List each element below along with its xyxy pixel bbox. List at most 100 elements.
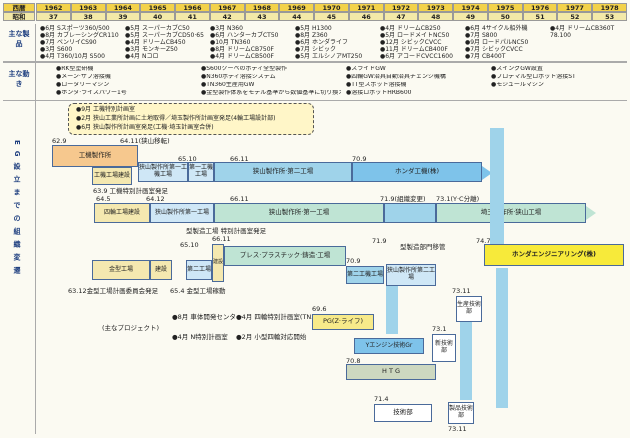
move-item: ●スライドGW (346, 66, 386, 72)
product-item: ●7月 ベンリイCS90 (40, 39, 97, 46)
year-cell: 1964 (105, 3, 141, 12)
move-item: ●TN360生産用GW (201, 82, 255, 88)
move-item: ●スイングGW設置 (491, 66, 543, 72)
section-moves-label: 主な動き (8, 70, 30, 88)
shirin-box: 四輪工場建設 (94, 203, 150, 223)
sayama-a-box: 狭山製作所第一工機工場 (138, 162, 188, 182)
hondaeng-box: ホンダエンジニアリング(株) (484, 244, 624, 266)
ycbunri: 73.1(Y·C分離) (436, 195, 480, 203)
kouki-date: 62.9 (52, 137, 67, 145)
dai1-box: 第一工機工場 (188, 162, 214, 182)
hondaeng-date: 74.7 (476, 237, 491, 245)
press-date: 70.9 (346, 257, 361, 265)
showa-cell: 44 (279, 12, 315, 21)
move-item: ●メーン·サブ溶接機 (56, 74, 111, 80)
project-label: (主なプロジェクト) (102, 324, 160, 332)
left-column-divider (35, 24, 36, 434)
saitama-arrow (586, 206, 596, 220)
product-item: ●5月 スーパーカブC50 (125, 25, 190, 32)
project-note: ●6月 狭山製作所計画室発足(工機·埼玉計画室合併) (76, 124, 214, 131)
honda-kouki-box: ホンダ工機(株) (352, 162, 482, 182)
year-cell: 1972 (383, 3, 419, 12)
kanagata-date2: 66.11 (212, 235, 231, 243)
product-item: ●4月 Nコロ (125, 53, 159, 60)
product-item: ●4月 ドリームCB360T (550, 25, 615, 32)
year-cell: 1970 (314, 3, 349, 12)
divider-1 (3, 62, 627, 63)
move-item: ●TT型スポット溶接機 (346, 82, 407, 88)
product-item: ●4月 ドリームCB500F (210, 53, 274, 60)
move-item: ●溶接ロボットHRB600 (346, 90, 412, 96)
saitama-box: 埼玉製作所·狭山工場 (436, 203, 586, 223)
year-cell: 1962 (36, 3, 71, 12)
product-item: ●4月 T360/10月 S500 (40, 53, 105, 60)
project-1: ●8月 車体開発センター (172, 313, 243, 321)
divider-2 (3, 100, 627, 101)
year-cell: 1963 (70, 3, 106, 12)
header-label-seireki: 西暦 (3, 3, 35, 12)
seihin-date: 73.11 (448, 425, 467, 433)
year-cell: 1965 (140, 3, 176, 12)
project-3: ●4月 N特別計画室 (172, 333, 228, 341)
move-item: ●RK型塗研機 (56, 66, 94, 72)
kanagata-plan: 型製造工場 特別計画室発足 (186, 227, 267, 235)
year-cell: 1969 (279, 3, 315, 12)
product-item: ●6月 ホンダライフ (295, 39, 348, 46)
product-item: ●12月 シビックCVCC (380, 39, 442, 46)
htg-date: 70.8 (346, 357, 361, 365)
product-item: ●8月 ドリームCB750F (210, 46, 274, 53)
press-box: プレス·プラスチック·鋳造·工場 (224, 246, 346, 266)
kanagata-plan2: 63.12金型工場計画委員会発足 (68, 287, 159, 295)
year-cell: 1973 (418, 3, 454, 12)
gijutsu-box: 技術部 (374, 404, 432, 422)
sayama-c-box: 狭山製作所第二工場 (386, 264, 436, 286)
sayama-a2-box: 狭山製作所·第二工場 (214, 162, 352, 182)
henko-box (384, 203, 436, 223)
henko: 71.9(組織変更) (380, 195, 426, 203)
product-item: ●7月 シビックCVCC (465, 46, 523, 53)
showa-cell: 42 (209, 12, 245, 21)
product-item: ●6月 4サイクル船外機 (465, 25, 528, 32)
product-item: ●6月 Sスポーツ360/500 (40, 25, 110, 32)
kouki-kensetsu: 工機工場建設 (92, 167, 132, 185)
pg-date: 69.6 (312, 305, 327, 313)
kanagata-date: 65.10 (180, 241, 199, 249)
seisan-box: 生産技術部 (456, 296, 482, 322)
dai2-kouki-box: 第二工機工場 (346, 266, 384, 284)
shirin-date: 64.5 (96, 195, 111, 203)
showa-cell: 39 (105, 12, 141, 21)
honda-kouki-date: 70.9 (352, 155, 367, 163)
product-item: ●8月 Z360 (295, 32, 328, 39)
product-item: ●6月 アコードCVCC1600 (380, 53, 453, 60)
move-item: ●S600クーペのボディ全型製作 (201, 66, 288, 72)
sayama-c-date: 71.9 (372, 237, 387, 245)
showa-cell: 50 (487, 12, 523, 21)
seisan-date: 73.11 (452, 287, 471, 295)
product-item: ●4月 ドリームCB450 (125, 39, 186, 46)
showa-cell: 37 (36, 12, 71, 21)
product-item: ●4月 ドリームCB250 (380, 25, 441, 32)
dai2-box: 第二工場 (186, 260, 212, 280)
project-4: ●2月 小型四輪対応開始 (236, 333, 307, 341)
sayama-a2-date: 66.11 (230, 155, 249, 163)
yengine-box: Yエンジン技術Gr (354, 338, 424, 354)
project-note: ●9月 工機特別計画室 (76, 106, 135, 113)
kouki-tokubetsu: 63.9 工機特別計画室発足 (93, 187, 169, 195)
product-item: ●7月 S800 (465, 32, 498, 39)
product-item: ●5月 ロードメイトNC50 (380, 32, 450, 39)
seihin-box: 製品技術部 (448, 402, 474, 424)
shirin-date2: 64.12 (146, 195, 165, 203)
product-item: ●9月 ロードパルNC50 (465, 39, 529, 46)
product-item: ●3月 モンキーZ50 (125, 46, 178, 53)
product-item: ●10月 TN360 (210, 39, 251, 46)
move-item: ●ロータリーマシン (56, 82, 110, 88)
htg-box: H T G (346, 364, 436, 380)
showa-cell: 51 (522, 12, 558, 21)
sayama-b-box: 狭山製作所第一工場 (150, 203, 214, 223)
year-cell: 1968 (244, 3, 280, 12)
project-2: ●4月 四輪特別計画室(TN360) (236, 313, 327, 321)
section-products-label: 主な製品 (8, 30, 30, 48)
arrow-up-3 (460, 322, 472, 400)
project-notes-box (68, 103, 314, 135)
